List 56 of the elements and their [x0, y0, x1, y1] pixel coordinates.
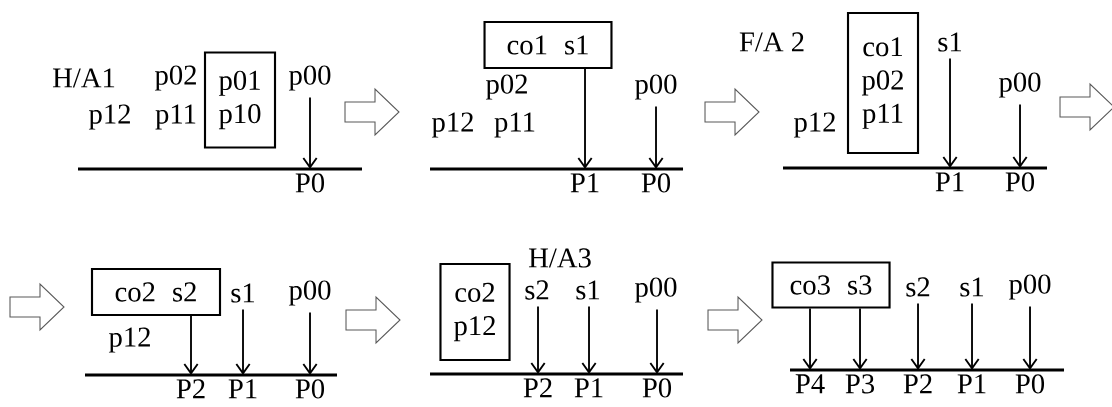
arrow — [910, 302, 926, 370]
bit-label: p12 — [431, 112, 473, 138]
bit-label: s2 — [906, 277, 930, 297]
bit-label: p00 — [999, 72, 1041, 98]
bit-label: s1 — [576, 280, 600, 300]
output-label: P0 — [641, 173, 671, 193]
bit-label: p00 — [288, 65, 331, 91]
arrow — [649, 308, 665, 374]
output-label: P0 — [1015, 374, 1045, 394]
output-label: P4 — [795, 374, 825, 394]
bit-label: s1 — [960, 277, 984, 297]
bit-label: p11 — [494, 112, 535, 138]
output-label: P2 — [523, 378, 552, 398]
adder-box: co2 s2 — [90, 267, 222, 317]
arrow — [302, 311, 318, 375]
output-label: P1 — [935, 172, 964, 192]
bit-label: p00 — [634, 74, 677, 100]
arrow — [802, 307, 818, 370]
output-label: P1 — [570, 173, 599, 193]
arrow — [581, 305, 597, 374]
output-label: P3 — [845, 374, 875, 394]
adder-box: co2 p12 — [439, 262, 511, 362]
bit-label: F/A 2 — [739, 32, 804, 52]
adder-box: co1 p02 p11 — [846, 11, 920, 155]
adder-box: co3 s3 — [771, 261, 891, 309]
output-label: P1 — [228, 379, 257, 399]
arrow — [302, 96, 318, 169]
output-label: P0 — [642, 378, 672, 398]
arrow — [1022, 305, 1038, 370]
bit-label: p00 — [634, 277, 677, 303]
arrow — [183, 315, 199, 375]
bit-label: H/A1 — [52, 68, 115, 88]
bit-label: s1 — [938, 32, 962, 52]
output-label: P1 — [574, 378, 603, 398]
bit-label: p00 — [1009, 274, 1051, 300]
arrow — [964, 302, 980, 370]
arrow — [1012, 103, 1028, 168]
bit-label: H/A3 — [528, 248, 591, 268]
output-label: P0 — [295, 379, 325, 399]
arrow — [942, 57, 958, 168]
bit-label: s1 — [231, 283, 254, 303]
adder-box: co1 s1 — [483, 20, 613, 70]
output-label: P1 — [957, 374, 986, 394]
output-label: P0 — [1005, 172, 1035, 192]
arrow — [530, 305, 546, 374]
bit-label: p12 — [88, 104, 130, 130]
arrow — [648, 105, 664, 169]
arrow — [577, 68, 593, 169]
arrow — [852, 307, 868, 370]
bit-label: s2 — [525, 280, 549, 300]
adder-box: p01 p10 — [203, 51, 277, 149]
bit-label: p00 — [288, 280, 331, 306]
output-label: P0 — [295, 173, 325, 193]
output-label: P2 — [176, 379, 205, 399]
output-label: P2 — [903, 374, 932, 394]
arrow — [235, 308, 251, 375]
